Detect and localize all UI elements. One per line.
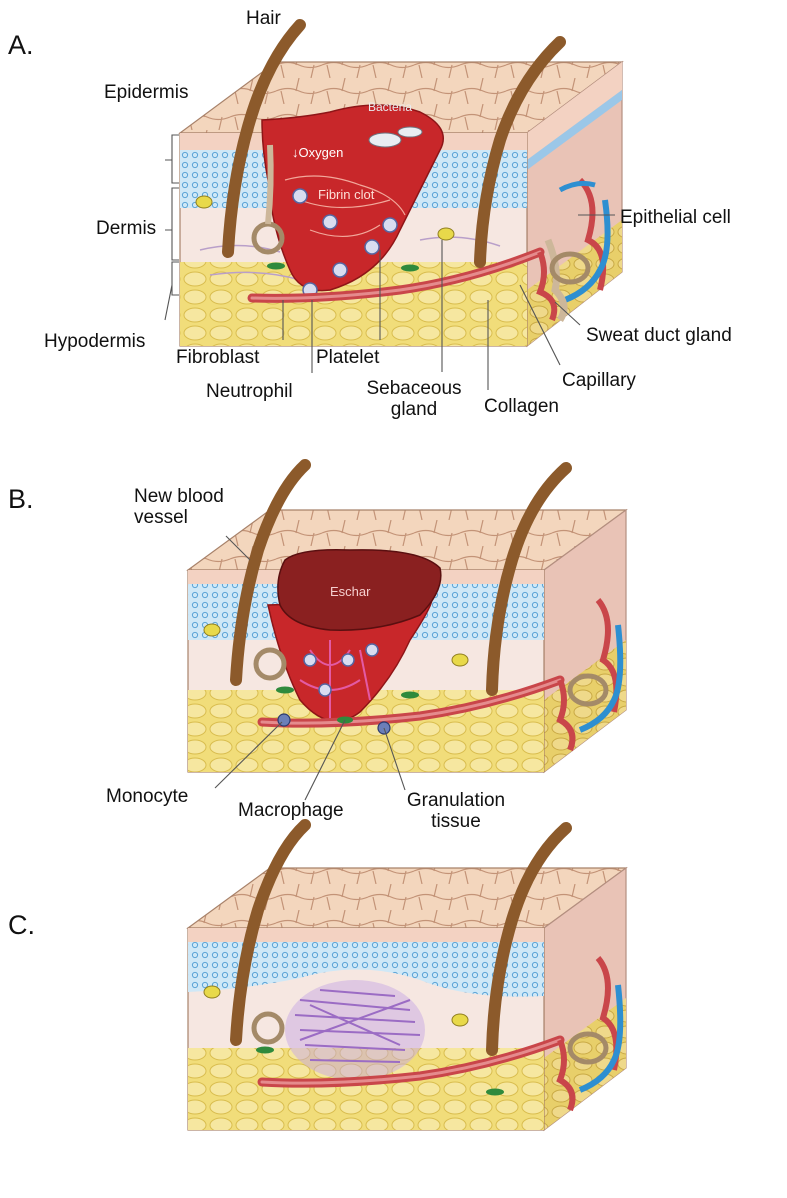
label-granulation-tissue: Granulation tissue: [396, 790, 516, 832]
label-macrophage: Macrophage: [238, 800, 344, 821]
label-sweat-duct-gland: Sweat duct gland: [586, 325, 732, 346]
label-collagen: Collagen: [484, 396, 559, 417]
label-fibrin-clot: Fibrin clot: [318, 187, 374, 202]
label-oxygen: ↓Oxygen: [292, 145, 343, 160]
panel-b-letter: B.: [8, 484, 34, 515]
label-sebaceous-line1: Sebaceous: [356, 378, 472, 399]
label-capillary: Capillary: [562, 370, 636, 391]
panel-b-illustration: [188, 465, 626, 772]
label-new-blood-line1: New blood: [134, 486, 224, 507]
label-granulation-line2: tissue: [396, 811, 516, 832]
panel-c-illustration: [188, 825, 626, 1130]
label-new-blood-line2: vessel: [134, 507, 224, 528]
label-epithelial-cell: Epithelial cell: [620, 207, 731, 228]
label-fibroblast: Fibroblast: [176, 347, 259, 368]
label-platelet: Platelet: [316, 347, 379, 368]
label-epidermis: Epidermis: [104, 82, 188, 103]
label-sebaceous-gland: Sebaceous gland: [356, 378, 472, 420]
label-hair: Hair: [246, 8, 281, 29]
label-eschar: Eschar: [330, 584, 370, 599]
panel-a-letter: A.: [8, 30, 34, 61]
label-oxygen-text: Oxygen: [299, 145, 344, 160]
panel-c-letter: C.: [8, 910, 35, 941]
label-neutrophil: Neutrophil: [206, 381, 293, 402]
label-hypodermis: Hypodermis: [44, 331, 145, 352]
panel-a-illustration: [180, 25, 622, 346]
label-new-blood-vessel: New blood vessel: [134, 486, 224, 528]
label-monocyte: Monocyte: [106, 786, 188, 807]
label-sebaceous-line2: gland: [356, 399, 472, 420]
label-dermis: Dermis: [96, 218, 156, 239]
label-bacteria: Bacteria: [368, 100, 412, 114]
label-granulation-line1: Granulation: [396, 790, 516, 811]
